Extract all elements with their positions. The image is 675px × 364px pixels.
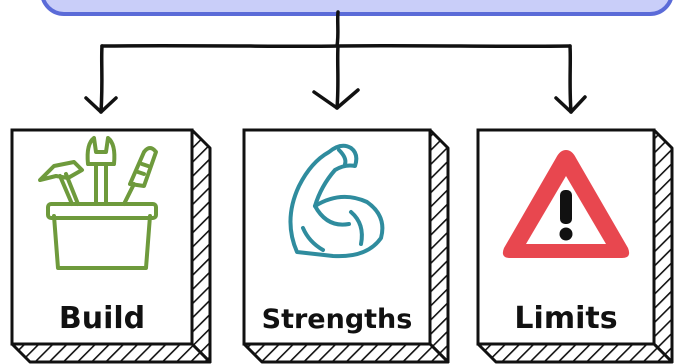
box-bottom-face [476,342,674,364]
arrowheads [84,88,587,114]
warning-triangle-icon [502,150,630,258]
arrowhead-strengths [312,88,360,110]
box-bottom-face [242,342,450,364]
box-bottom-face [10,342,212,364]
flexed-arm-icon [288,143,385,259]
arrowhead-build [84,96,118,114]
top-bar [41,0,673,16]
arrowhead-limits [554,95,587,114]
box-build: Build [10,128,212,364]
box-side-face [190,128,212,364]
box-limits: Limits [476,128,674,364]
box-label: Strengths [262,304,413,335]
box-label: Limits [514,301,617,336]
connector-lines [99,10,573,114]
box-front-face [242,128,432,346]
box-strengths: Strengths [242,128,450,364]
box-label: Build [59,301,145,336]
box-side-face [428,128,450,364]
toolbox-icon [38,136,158,270]
box-side-face [652,128,674,364]
